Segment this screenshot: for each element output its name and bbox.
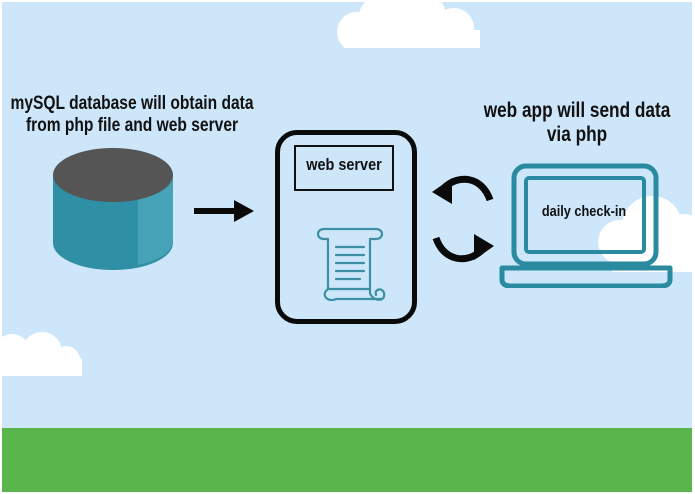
- curved-arrow-left-icon: [432, 175, 494, 204]
- laptop-screen-label: daily check-in: [541, 203, 627, 220]
- grass-ground: [2, 428, 692, 492]
- web-server-box: web server: [275, 130, 417, 324]
- web-server-label-box: web server: [294, 145, 394, 191]
- laptop-icon: [499, 163, 673, 288]
- cloud-top: [337, 2, 480, 48]
- database-cylinder-icon: [53, 148, 173, 270]
- cloud-left: [2, 332, 82, 376]
- webapp-caption: web app will send data via php: [475, 99, 680, 147]
- web-server-label: web server: [306, 155, 382, 174]
- arrow-right-icon: [194, 200, 254, 222]
- webapp-caption-line2: via php: [546, 123, 608, 147]
- database-caption-line1: mySQL database will obtain data: [10, 93, 254, 114]
- webapp-caption-line1: web app will send data: [483, 99, 671, 122]
- curved-arrow-right-icon: [432, 234, 494, 263]
- database-caption-line2: from php file and web server: [25, 114, 239, 136]
- database-caption: mySQL database will obtain data from php…: [2, 93, 263, 137]
- scroll-document-icon: [316, 227, 386, 302]
